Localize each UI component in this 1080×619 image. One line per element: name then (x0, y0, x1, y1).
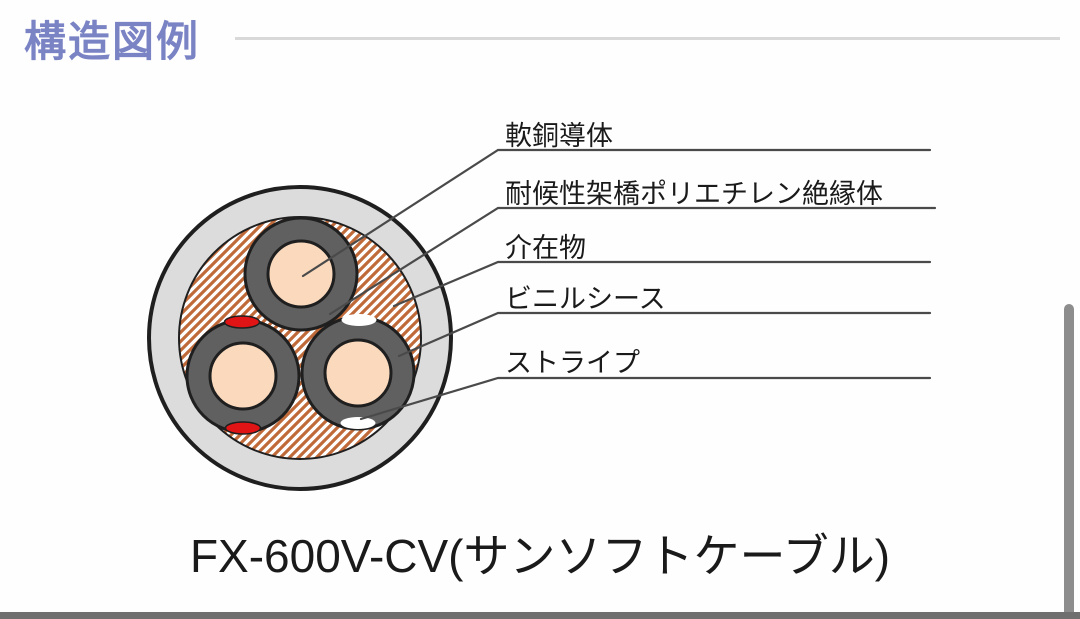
core-right (300, 314, 416, 431)
label-filler: 介在物 (505, 233, 586, 263)
label-stripe: ストライプ (505, 348, 640, 378)
leader-line-stripe (359, 376, 932, 421)
leader-line-sheath (397, 311, 932, 358)
leader-line-filler (392, 260, 932, 308)
conductor-left-core (208, 341, 278, 411)
leader-line-insulation (328, 206, 937, 316)
bottom-border-bar (0, 612, 1080, 619)
red-stripe-bottom (224, 421, 262, 435)
label-insulation: 耐候性架橋ポリエチレン絶縁体 (505, 179, 883, 209)
white-stripe-bottom (340, 417, 376, 429)
page-title: 構造図例 (24, 18, 201, 65)
red-stripe-top (223, 315, 261, 329)
title-divider (235, 37, 1060, 40)
conductor-top-core (266, 239, 336, 309)
core-top (243, 216, 359, 332)
vertical-scrollbar[interactable] (1064, 0, 1074, 619)
leader-line-conductor (301, 148, 932, 278)
scrollbar-thumb[interactable] (1064, 304, 1074, 619)
core-left (185, 315, 301, 435)
conductor-right-core (323, 338, 393, 408)
label-sheath: ビニルシース (505, 284, 666, 314)
diagram-caption: FX-600V-CV(サンソフトケーブル) (189, 530, 891, 582)
label-conductor: 軟銅導体 (505, 121, 613, 151)
white-stripe-top (341, 314, 377, 326)
